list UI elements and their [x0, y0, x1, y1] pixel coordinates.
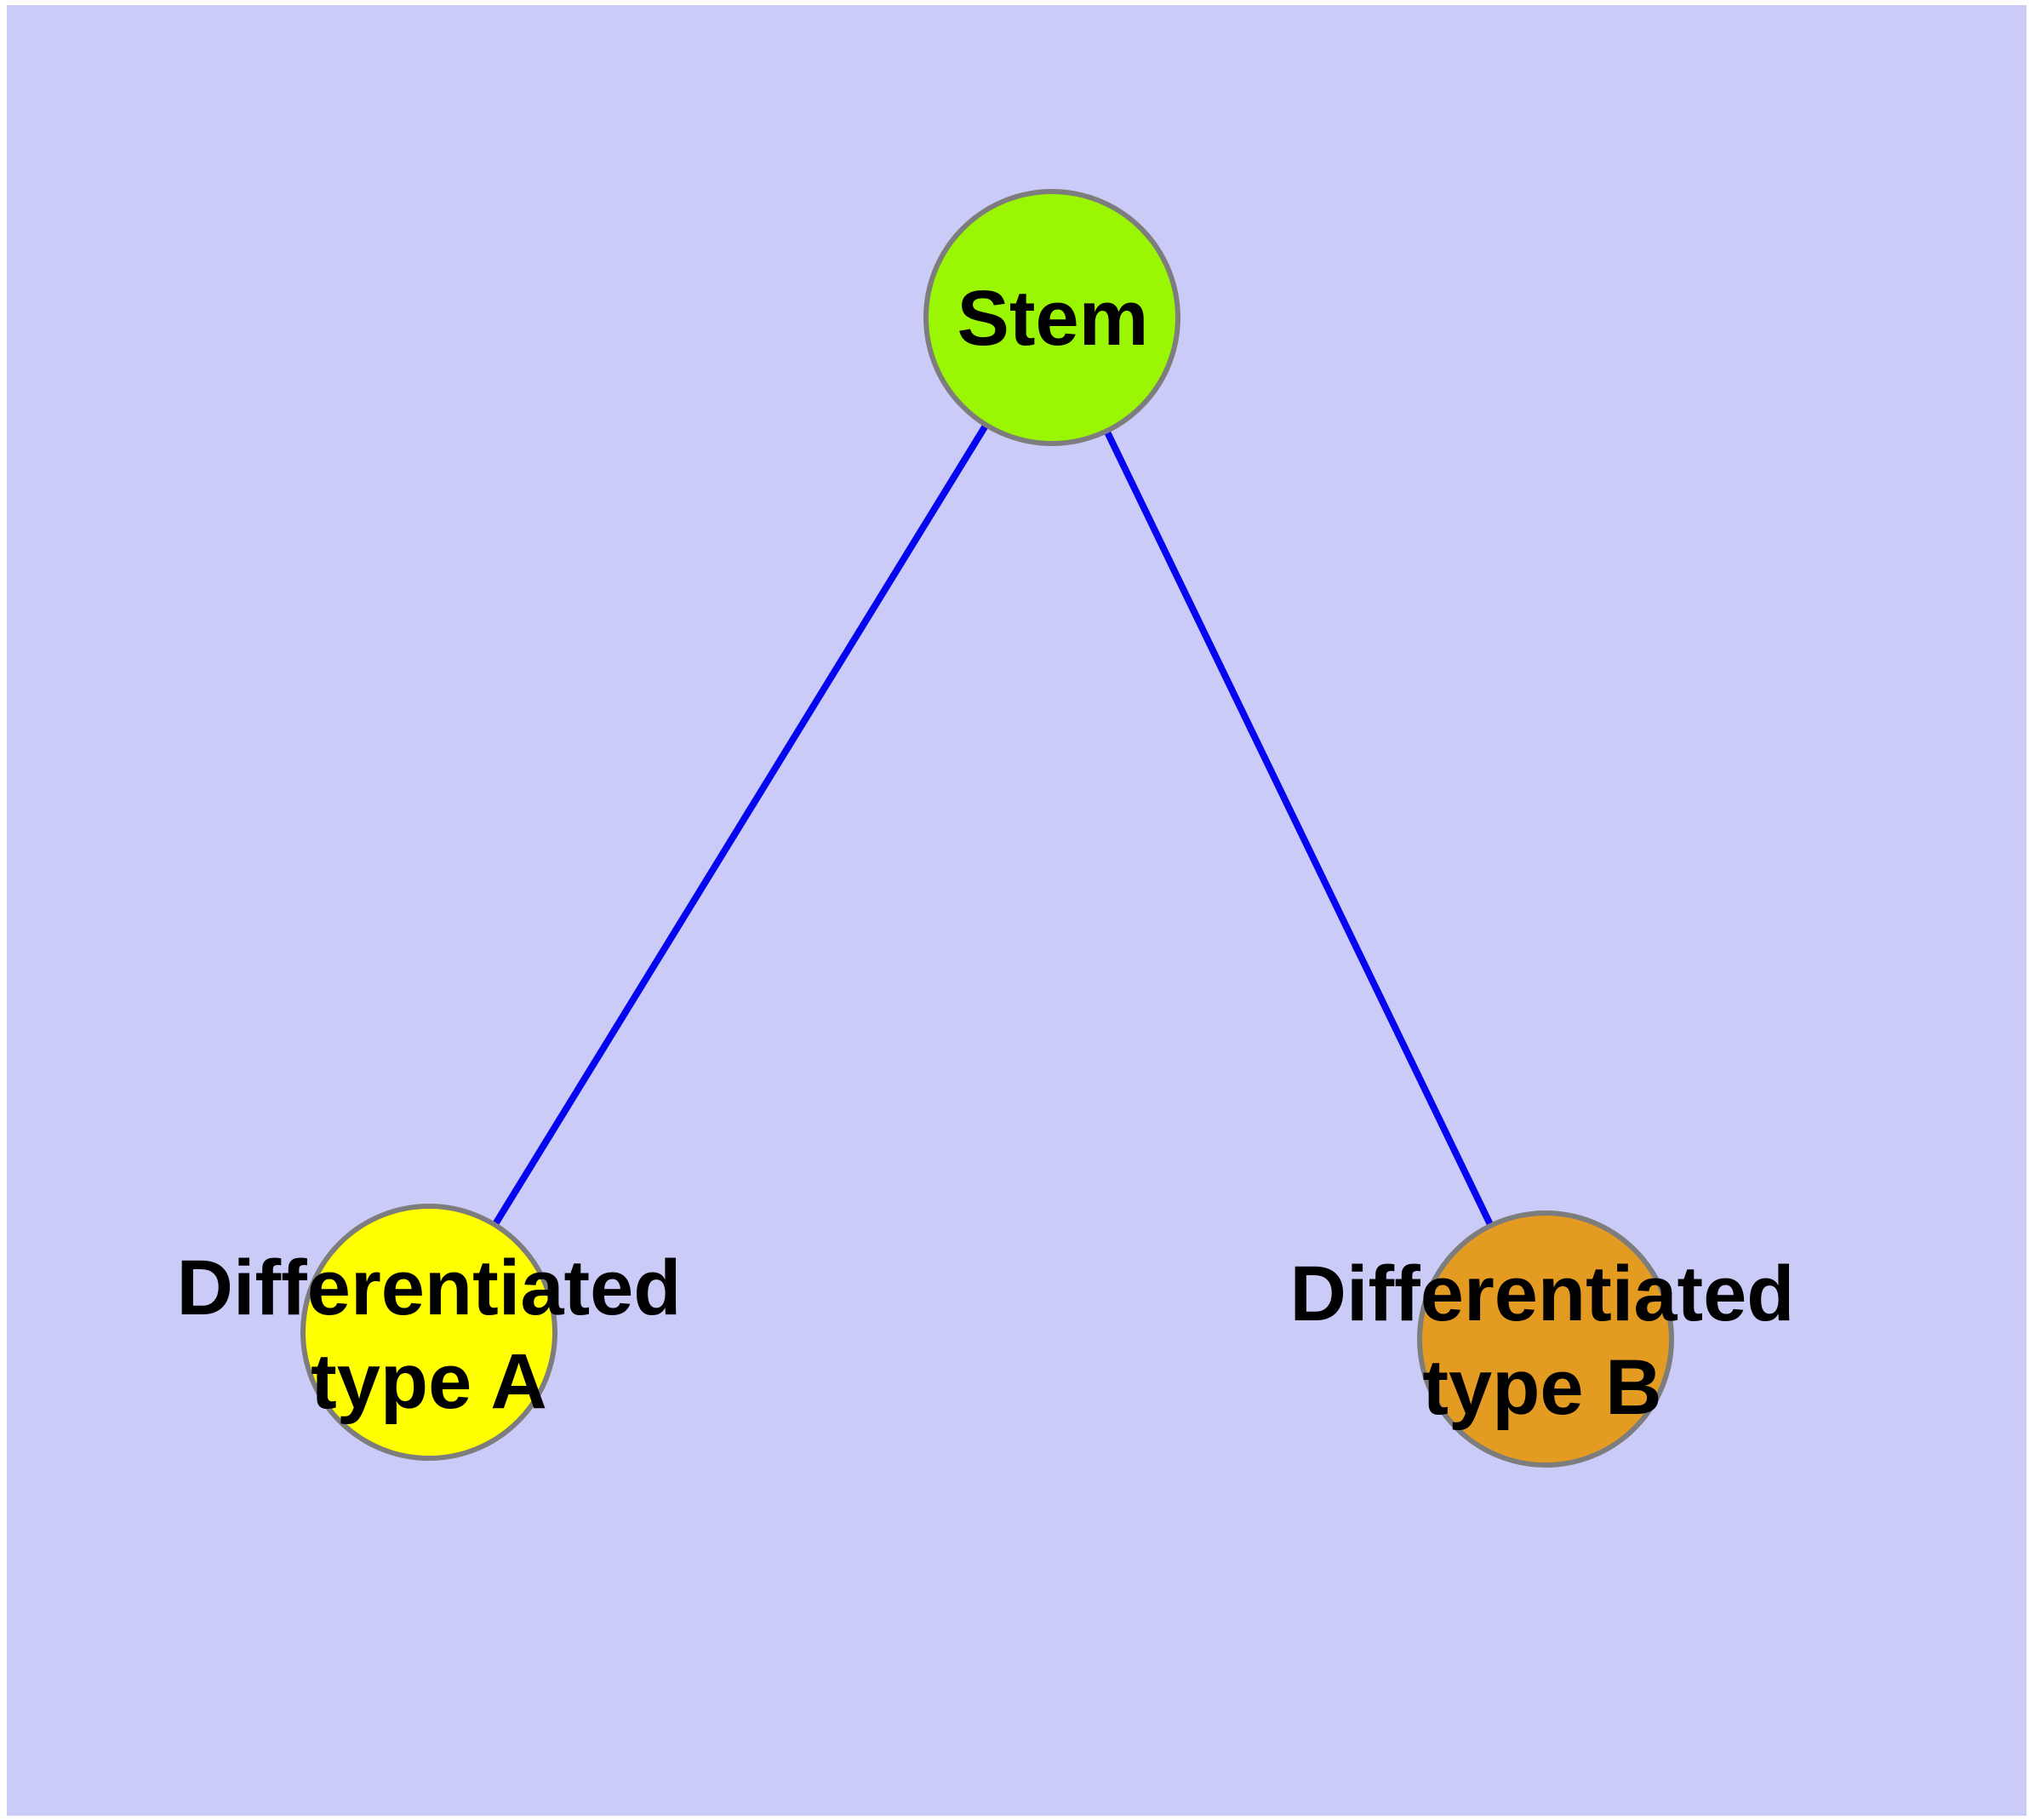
edge-stem-to-type-a	[426, 315, 1055, 1335]
node-differentiated-type-b[interactable]	[1417, 1210, 1674, 1468]
node-label-stem: Stem	[957, 272, 1149, 365]
node-differentiated-type-a[interactable]	[300, 1204, 557, 1461]
node-label-differentiated-type-b: Differentiated type B	[1290, 1247, 1795, 1434]
node-label-differentiated-type-a: Differentiated type A	[177, 1241, 682, 1428]
label-line: type B	[1422, 1344, 1662, 1431]
label-line: Differentiated	[1289, 1251, 1795, 1337]
edge-stem-to-type-b	[1049, 316, 1549, 1341]
node-stem[interactable]	[923, 189, 1180, 446]
label-line: type A	[311, 1338, 547, 1425]
label-line: Differentiated	[176, 1245, 682, 1331]
label-line: Stem	[957, 275, 1149, 362]
